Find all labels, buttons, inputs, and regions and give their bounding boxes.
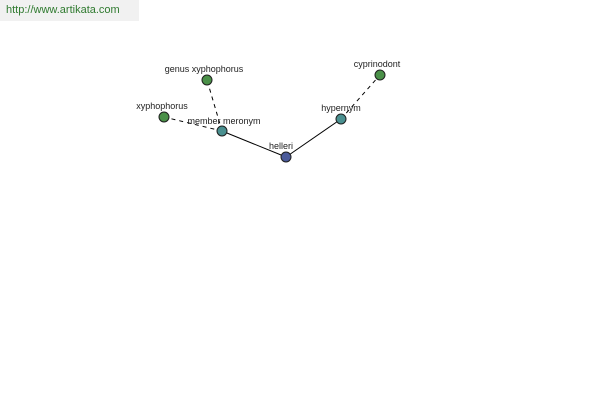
node-label-member-meronym[interactable]: member meronym <box>187 116 260 126</box>
node-label-cyprinodont[interactable]: cyprinodont <box>354 59 401 69</box>
node-label-hypernym[interactable]: hypernym <box>321 103 361 113</box>
node-hypernym[interactable]: hypernym <box>321 103 361 125</box>
edge-hypernym-cyprinodont <box>340 74 381 120</box>
watermark-url[interactable]: http://www.artikata.com <box>0 0 139 21</box>
edge-member_meronym-xyphophorus <box>163 116 223 132</box>
edge-helleri-hypernym <box>285 118 342 158</box>
edge-helleri-member_meronym <box>221 130 287 158</box>
node-dot-member-meronym[interactable] <box>216 125 228 137</box>
edges-layer <box>163 74 381 158</box>
node-genus-xyphophorus[interactable]: genus xyphophorus <box>165 64 244 86</box>
node-member-meronym[interactable]: member meronym <box>187 116 261 137</box>
node-label-helleri[interactable]: helleri <box>269 141 293 151</box>
node-cyprinodont[interactable]: cyprinodont <box>354 59 401 81</box>
node-label-xyphophorus[interactable]: xyphophorus <box>136 101 188 111</box>
edge-member_meronym-genus_xyphophorus <box>206 79 223 132</box>
node-helleri[interactable]: helleri <box>269 141 293 163</box>
nodes-layer: helleri member meronym hypernym xyphophorus… <box>136 59 401 163</box>
node-dot-helleri[interactable] <box>280 151 292 163</box>
node-dot-xyphophorus[interactable] <box>158 111 170 123</box>
node-xyphophorus[interactable]: xyphophorus <box>136 101 188 123</box>
node-label-genus-xyphophorus[interactable]: genus xyphophorus <box>165 64 244 74</box>
node-dot-genus-xyphophorus[interactable] <box>201 74 213 86</box>
node-dot-cyprinodont[interactable] <box>374 69 386 81</box>
node-dot-hypernym[interactable] <box>335 113 347 125</box>
